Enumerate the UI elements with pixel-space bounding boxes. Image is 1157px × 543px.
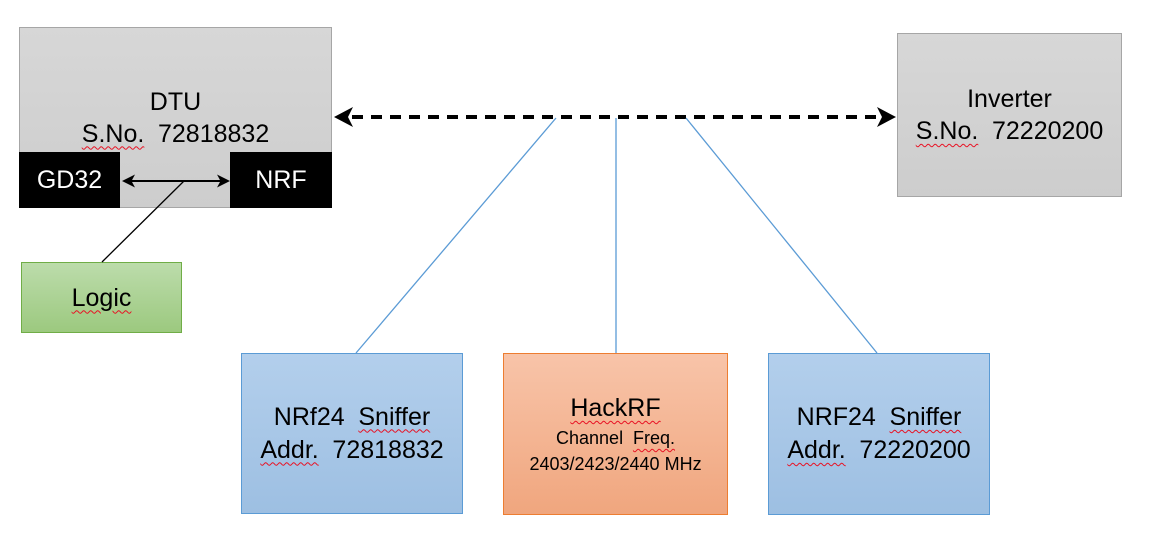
- hackrf-channel-label: Channel: [556, 428, 624, 448]
- dtu-title: DTU: [150, 86, 201, 118]
- sniffer-right-name: NRF24 Sniffer: [797, 401, 962, 434]
- sniffer-left-addr-number: 72818832: [332, 435, 444, 464]
- dtu-serial-number: 72818832: [158, 119, 270, 148]
- hackrf-title: HackRF: [570, 391, 660, 425]
- sniffer-right-addr-label: Addr.: [787, 436, 846, 464]
- dtu-title-text: DTU: [149, 87, 202, 116]
- hackrf-box: HackRF Channel Freq. 2403/2423/2440 MHz: [503, 353, 728, 515]
- dtu-serial-label: S.No.: [81, 119, 145, 148]
- sniffer-left-name: NRf24 Sniffer: [274, 401, 430, 434]
- dtu-inverter-dashed-arrow: [334, 107, 896, 127]
- nrf-label-text: NRF: [255, 166, 307, 194]
- inverter-title: Inverter: [967, 83, 1052, 115]
- inverter-serial-number: 72220200: [992, 117, 1104, 145]
- logic-box: Logic: [21, 262, 182, 333]
- sniffer-right-box: NRF24 Sniffer Addr. 72220200: [768, 353, 990, 515]
- sniffer-left-box: NRf24 Sniffer Addr. 72818832: [241, 353, 463, 514]
- logic-label: Logic: [72, 282, 132, 314]
- sniffer-left-name-word: Sniffer: [358, 402, 431, 431]
- sniffer-right-addr: Addr. 72220200: [787, 434, 970, 467]
- sniffer-left-addr: Addr. 72818832: [260, 434, 443, 467]
- logic-label-text: Logic: [71, 283, 132, 312]
- sniffer-right-name-word: Sniffer: [889, 403, 962, 431]
- inverter-serial: S.No. 72220200: [916, 115, 1103, 147]
- dtu-serial: S.No. 72818832: [82, 118, 269, 150]
- gd32-label-text: GD32: [36, 166, 103, 194]
- nrf-label: NRF: [255, 164, 306, 196]
- gd32-label: GD32: [37, 164, 102, 196]
- hackrf-title-text: HackRF: [570, 394, 661, 422]
- gd32-chip: GD32: [19, 152, 120, 208]
- inverter-serial-label: S.No.: [915, 117, 979, 145]
- inverter-title-text: Inverter: [967, 85, 1052, 113]
- sniffer-left-addr-label: Addr.: [260, 435, 319, 464]
- sniffer-left-name-prefix: NRf24: [273, 402, 345, 431]
- hackrf-frequencies-text: 2403/2423/2440 MHz: [529, 454, 702, 474]
- inverter-box: Inverter S.No. 72220200: [897, 33, 1122, 197]
- sniffer-right-name-prefix: NRF24: [796, 403, 876, 431]
- sniffer-right-addr-number: 72220200: [859, 436, 971, 464]
- hackrf-channel-word: Freq.: [632, 428, 675, 448]
- nrf-chip: NRF: [230, 152, 332, 208]
- arrowhead-left-icon: [334, 107, 353, 127]
- arrowhead-right-icon: [877, 107, 896, 127]
- hackrf-channel: Channel Freq.: [556, 425, 675, 451]
- hackrf-frequencies: 2403/2423/2440 MHz: [529, 451, 701, 477]
- connector-to-sniffer-right: [685, 117, 878, 354]
- connector-to-sniffer-left: [355, 117, 557, 354]
